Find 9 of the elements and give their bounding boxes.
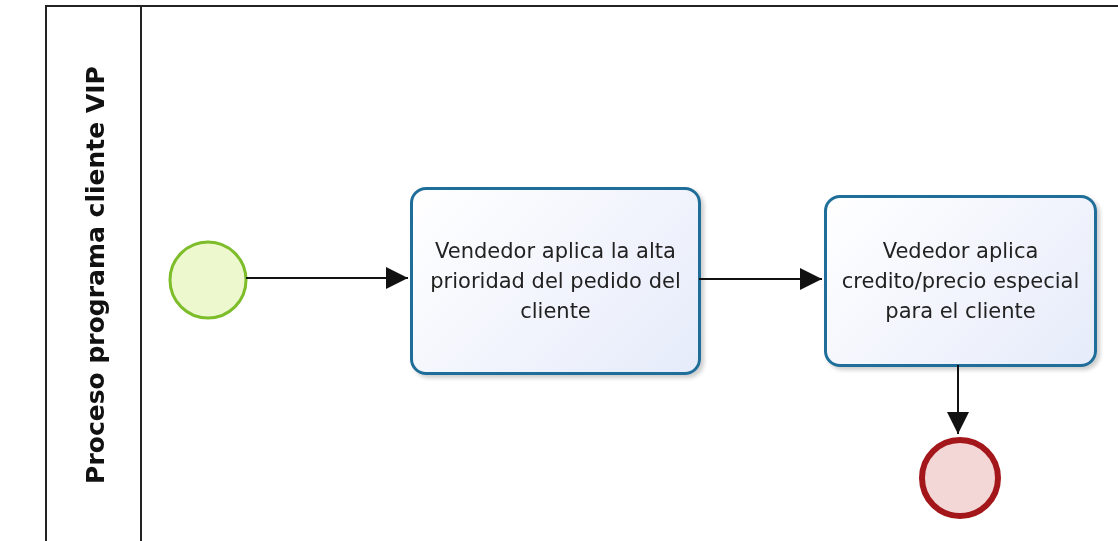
sequence-arrow (245, 267, 409, 289)
task-label: Vendedor aplica la alta prioridad del pedido del cliente (429, 238, 682, 325)
pool (45, 5, 1118, 541)
task-box (410, 187, 701, 375)
task-label: Vededor aplica credito/precio especial para el cliente (840, 238, 1081, 325)
sequence-arrow (947, 364, 969, 435)
task-box (824, 195, 1097, 367)
sequence-arrow (698, 268, 823, 290)
pool-label: Proceso programa cliente VIP (80, 66, 110, 484)
